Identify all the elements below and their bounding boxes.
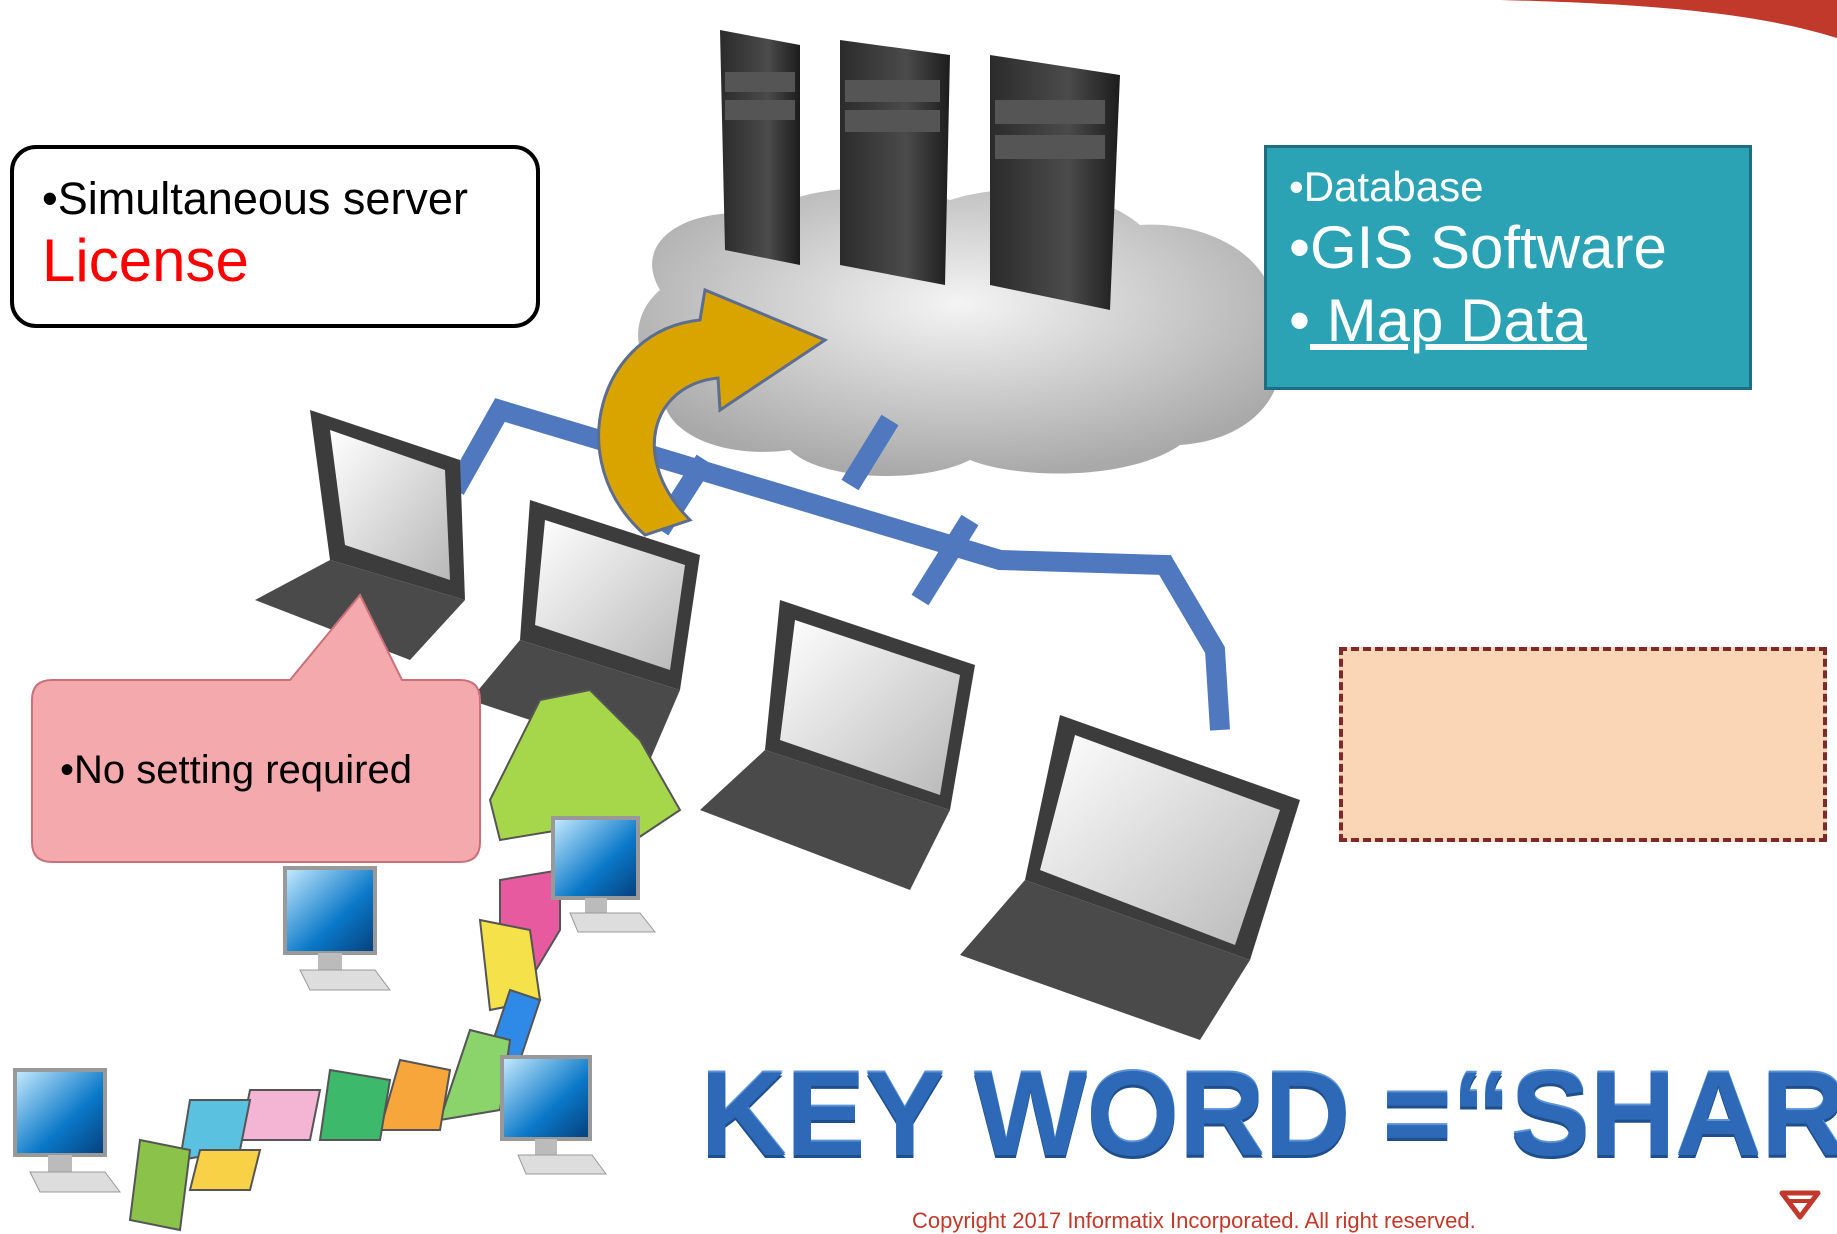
callout-text: •No setting required (60, 748, 412, 792)
license-line1: •Simultaneous server (42, 173, 468, 224)
callout-bubble (31, 593, 481, 863)
db-item-gis-software: •GIS Software (1289, 214, 1667, 281)
desktop-monitor-icon (283, 866, 391, 991)
server-tower-icon (720, 30, 1120, 310)
license-box: •Simultaneous server License (10, 145, 540, 328)
logo-icon (1779, 1190, 1821, 1220)
copyright: Copyright 2017 Informatix Incorporated. … (912, 1208, 1476, 1233)
corner-ribbon (1500, 0, 1837, 38)
map-data-bullet: • (1289, 287, 1311, 354)
desktop-monitor-icon (551, 816, 657, 933)
database-box: •Database •GIS Software • Map Data (1264, 145, 1752, 390)
laptop-icon (700, 600, 975, 890)
laptop-icon (960, 715, 1300, 1040)
db-item-database: •Database (1289, 163, 1484, 210)
dashed-box (1339, 647, 1827, 842)
keyword-banner: KEY WORD =“SHARING” (700, 1050, 1837, 1178)
desktop-monitor-icon (13, 1068, 121, 1193)
map-data-text: Map Data (1310, 287, 1587, 354)
license-line2: License (42, 227, 249, 294)
japan-map (128, 688, 682, 1232)
db-item-map-data: • Map Data (1289, 284, 1749, 358)
desktop-monitor-icon (500, 1055, 607, 1175)
curved-arrow-icon (597, 287, 829, 537)
